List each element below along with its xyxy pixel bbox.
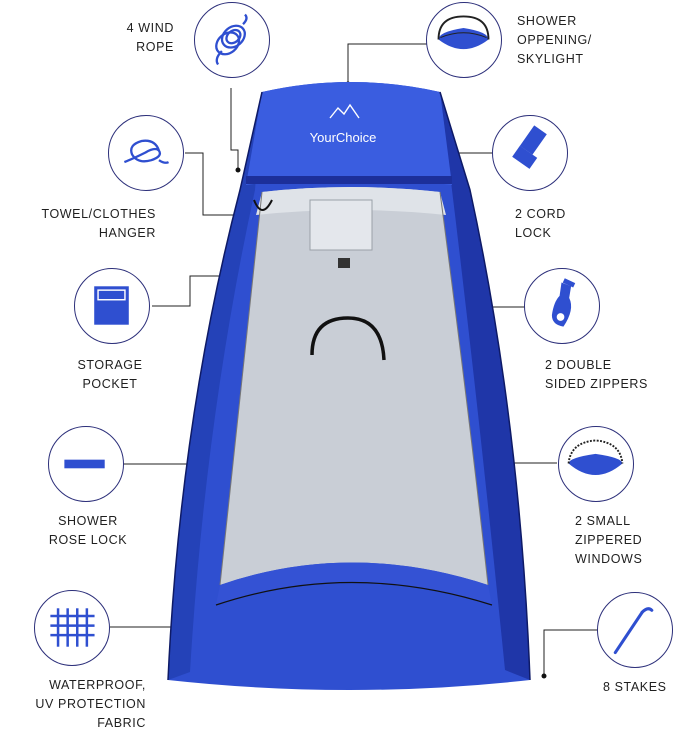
tent-interior bbox=[220, 187, 488, 585]
label-towel-hanger: TOWEL/CLOTHES HANGER bbox=[41, 207, 156, 240]
feature-circle-storage-pocket bbox=[74, 268, 150, 344]
label-shower-opening: SHOWER OPPENING/ SKYLIGHT bbox=[517, 14, 592, 66]
feature-circle-cord-lock bbox=[492, 115, 568, 191]
door-handle bbox=[310, 316, 386, 361]
window-icon bbox=[567, 439, 624, 476]
label-shower-rose-lock: SHOWER ROSE LOCK bbox=[48, 514, 128, 547]
feature-circle-shower-opening bbox=[426, 2, 502, 78]
label-stakes: 8 STAKES bbox=[603, 680, 667, 694]
feature-circle-waterproof-fabric bbox=[34, 590, 110, 666]
feature-circle-double-zippers bbox=[524, 268, 600, 344]
cord-lock-icon bbox=[512, 125, 547, 169]
feature-circle-towel-hanger bbox=[108, 115, 184, 191]
brand-logo-text: YourChoice bbox=[310, 130, 377, 145]
hanger-loop-icon bbox=[123, 139, 170, 164]
label-waterproof-fabric: WATERPROOF, UV PROTECTION FABRIC bbox=[35, 678, 146, 730]
stake-icon bbox=[613, 607, 654, 655]
feature-circle-wind-rope bbox=[194, 2, 270, 78]
label-cord-lock: 2 CORD LOCK bbox=[515, 207, 566, 240]
brand-logo-mountains bbox=[329, 103, 360, 119]
tent-roof bbox=[246, 82, 452, 185]
feature-circle-shower-rose-lock bbox=[48, 426, 124, 502]
zipper-pull-icon bbox=[551, 278, 576, 327]
pocket-icon bbox=[94, 286, 129, 325]
skylight-icon bbox=[437, 15, 490, 50]
label-small-windows: 2 SMALL ZIPPERED WINDOWS bbox=[575, 514, 643, 566]
tent-side-panel bbox=[440, 92, 530, 680]
feature-circle-small-windows bbox=[558, 426, 634, 502]
fabric-grid-icon bbox=[50, 608, 95, 647]
tent-door bbox=[216, 562, 492, 605]
rope-coil-icon bbox=[215, 13, 248, 66]
label-double-zippers: 2 DOUBLE SIDED ZIPPERS bbox=[545, 358, 648, 391]
storage-pocket-mark bbox=[309, 199, 373, 251]
label-storage-pocket: STORAGE POCKET bbox=[77, 358, 143, 391]
strap-icon bbox=[64, 459, 105, 469]
feature-circle-stakes bbox=[597, 592, 673, 668]
label-wind-rope: 4 WIND ROPE bbox=[126, 21, 174, 54]
